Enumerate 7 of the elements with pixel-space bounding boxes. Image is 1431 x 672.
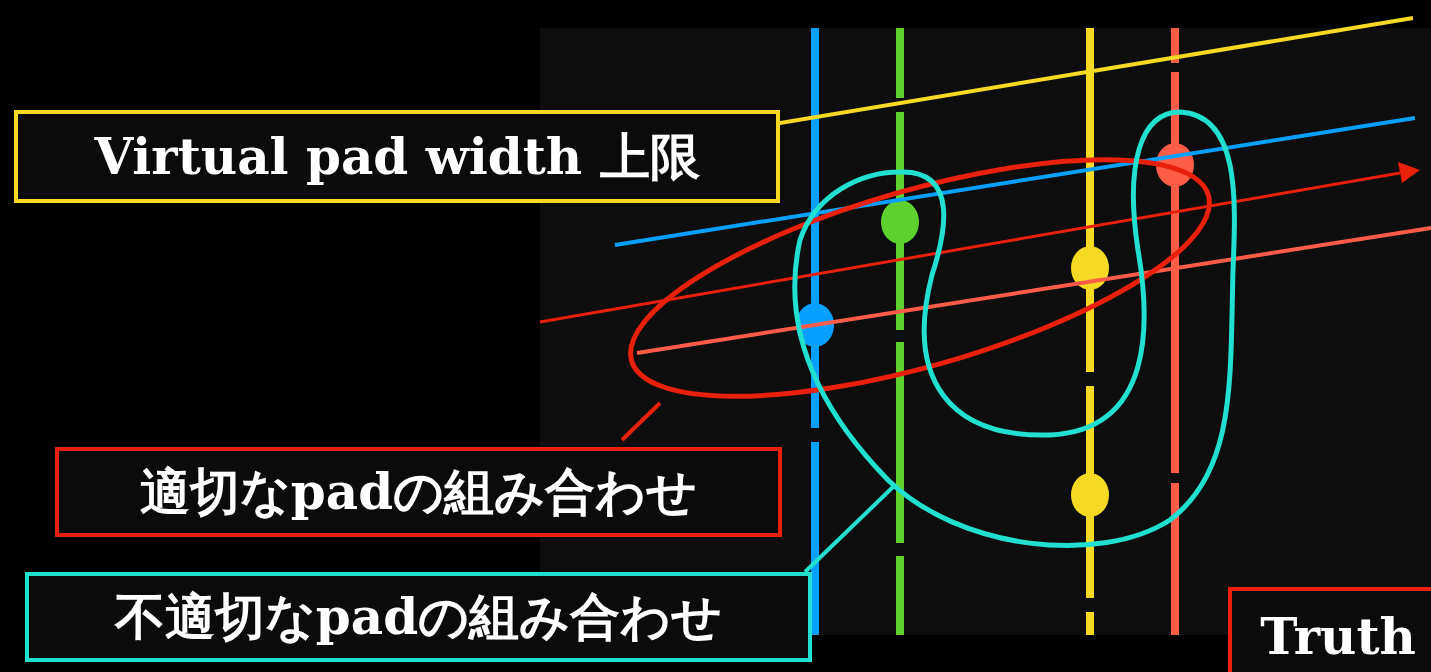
label-box: 不適切なpadの組み合わせ (25, 572, 812, 662)
label-box: Virtual pad width 上限 (14, 110, 780, 203)
leader-line (803, 485, 895, 574)
label-box: 適切なpadの組み合わせ (55, 447, 782, 537)
leader-line (620, 401, 662, 442)
loop-outline (792, 109, 1237, 548)
label-box: Truth (1228, 587, 1431, 672)
